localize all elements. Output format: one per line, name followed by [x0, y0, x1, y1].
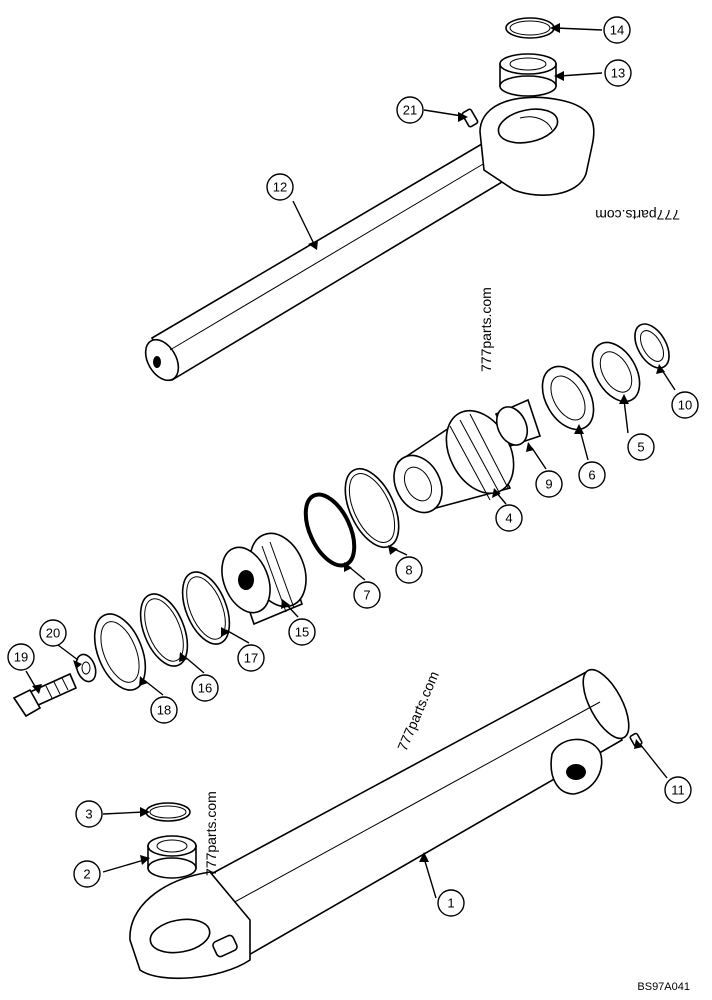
- o-ring-7: [303, 492, 357, 568]
- ring-17: [181, 571, 231, 645]
- svg-text:8: 8: [405, 563, 412, 578]
- callout-20: 20: [39, 619, 67, 647]
- wiper-seal-5: [591, 341, 641, 403]
- callout-21: 21: [396, 96, 424, 124]
- washer-20: [75, 653, 97, 683]
- callout-10: 10: [671, 391, 699, 419]
- callout-18: 18: [150, 696, 178, 724]
- svg-text:16: 16: [198, 681, 212, 696]
- svg-text:14: 14: [610, 23, 624, 38]
- callout-9: 9: [535, 470, 563, 498]
- svg-text:9: 9: [545, 477, 552, 492]
- piston-rod: [144, 96, 595, 382]
- callout-17: 17: [237, 644, 265, 672]
- svg-text:5: 5: [637, 440, 644, 455]
- svg-text:19: 19: [14, 650, 28, 665]
- leader-arrowheads: [32, 23, 665, 865]
- watermark-3: 777parts.com: [203, 791, 219, 876]
- retaining-ring-lower: [145, 802, 191, 822]
- spherical-bearing-lower: [147, 835, 197, 879]
- callout-16: 16: [191, 674, 219, 702]
- callout-8: 8: [395, 556, 423, 584]
- spherical-bearing-upper: [499, 53, 557, 97]
- bolt-19: [12, 672, 78, 718]
- svg-text:15: 15: [295, 625, 309, 640]
- svg-text:20: 20: [46, 626, 60, 641]
- svg-text:4: 4: [505, 511, 512, 526]
- callout-14: 14: [603, 16, 631, 44]
- cylinder-barrel: [129, 668, 630, 980]
- ring-16: [139, 593, 189, 667]
- piston: [221, 532, 307, 626]
- svg-text:6: 6: [588, 468, 595, 483]
- watermark-1: 777parts.com: [478, 287, 494, 372]
- callout-2: 2: [73, 860, 101, 888]
- gland: [393, 409, 515, 514]
- retaining-ring-upper: [505, 17, 555, 39]
- svg-text:12: 12: [273, 180, 287, 195]
- watermark-4: 777parts.com: [595, 207, 680, 223]
- callout-11: 11: [664, 776, 692, 804]
- ring-10: [634, 323, 670, 369]
- callout-5: 5: [627, 433, 655, 461]
- watermark-2: 777parts.com: [394, 669, 442, 753]
- callout-13: 13: [604, 59, 632, 87]
- callout-7: 7: [353, 581, 381, 609]
- svg-text:13: 13: [611, 66, 625, 81]
- callout-15: 15: [288, 618, 316, 646]
- svg-text:11: 11: [671, 783, 685, 798]
- leader-lines: [25, 27, 676, 899]
- grease-fitting-upper: [461, 108, 479, 128]
- wear-bushing: [494, 398, 542, 447]
- svg-text:7: 7: [363, 588, 370, 603]
- svg-text:2: 2: [83, 867, 90, 882]
- svg-text:1: 1: [447, 896, 454, 911]
- callout-4: 4: [495, 504, 523, 532]
- callout-1: 1: [437, 889, 465, 917]
- svg-text:3: 3: [85, 807, 92, 822]
- callout-19: 19: [7, 643, 35, 671]
- callout-12: 12: [266, 173, 294, 201]
- callout-3: 3: [75, 800, 103, 828]
- callout-6: 6: [578, 461, 606, 489]
- seal-6: [541, 365, 595, 431]
- svg-text:21: 21: [403, 103, 417, 118]
- svg-text:18: 18: [157, 703, 171, 718]
- diagram-code: BS97A041: [637, 981, 690, 993]
- svg-text:17: 17: [244, 651, 258, 666]
- wear-ring-18: [93, 613, 147, 691]
- svg-text:10: 10: [678, 398, 692, 413]
